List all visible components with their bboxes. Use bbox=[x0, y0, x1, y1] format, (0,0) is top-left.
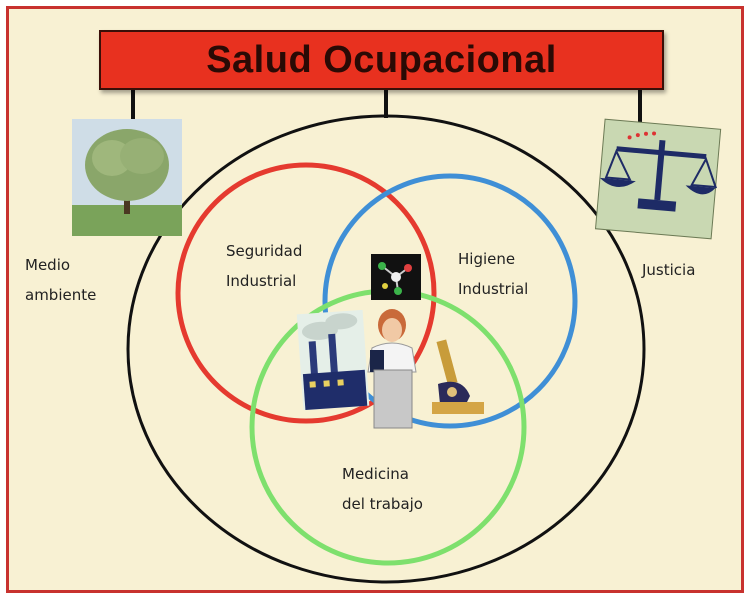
label-medio: Medio bbox=[25, 256, 71, 274]
label-seguridad-industrial-2: Industrial bbox=[226, 272, 297, 290]
circle-seguridad-industrial bbox=[175, 162, 437, 424]
outer-circle bbox=[126, 114, 646, 584]
page-title: Salud Ocupacional bbox=[206, 38, 557, 81]
tree-image bbox=[72, 119, 182, 236]
label-ambiente: ambiente bbox=[25, 286, 97, 304]
label-higiene: Higiene bbox=[458, 250, 516, 268]
label-justicia: Justicia bbox=[642, 261, 696, 279]
circle-higiene-industrial bbox=[322, 173, 578, 429]
label-higiene-industrial: Higiene Industrial bbox=[458, 244, 528, 304]
factory-image bbox=[296, 309, 370, 411]
label-higiene-industrial-2: Industrial bbox=[458, 280, 529, 298]
label-medio-ambiente: Medio ambiente bbox=[25, 250, 96, 310]
scale-image bbox=[594, 118, 722, 240]
microscope-image bbox=[432, 339, 484, 414]
label-del-trabajo: del trabajo bbox=[342, 495, 423, 513]
label-seguridad-industrial: Seguridad Industrial bbox=[226, 236, 302, 296]
label-medicina: Medicina bbox=[342, 465, 409, 483]
label-seguridad: Seguridad bbox=[226, 242, 303, 260]
title-bar: Salud Ocupacional bbox=[99, 30, 664, 90]
label-medicina-del-trabajo: Medicina del trabajo bbox=[342, 459, 423, 519]
doctor-image bbox=[367, 309, 417, 429]
molecule-image bbox=[371, 254, 421, 300]
